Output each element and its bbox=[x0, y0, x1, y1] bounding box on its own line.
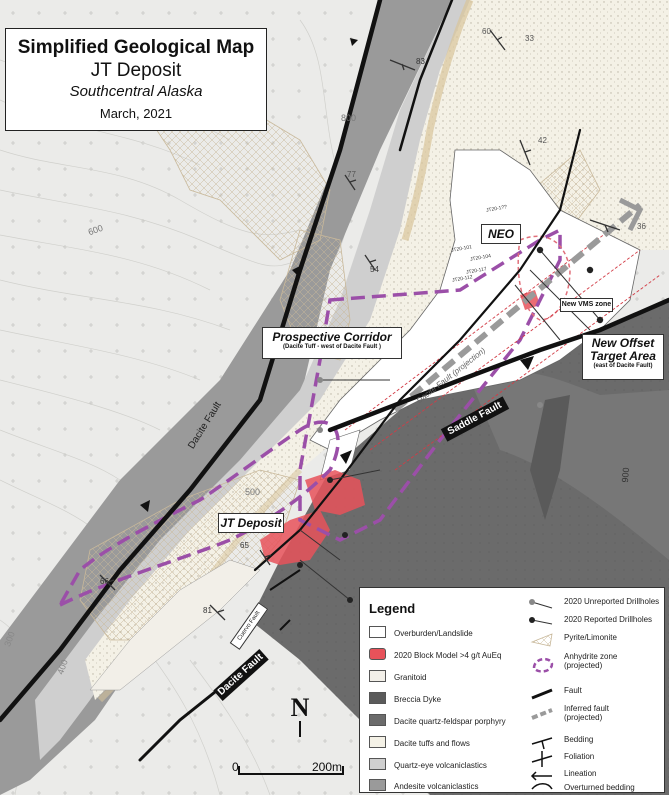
legend-label: Dacite quartz-feldspar porphyry bbox=[394, 717, 506, 726]
measurement-label: 77 bbox=[347, 170, 356, 179]
inferred-fault-arrow bbox=[618, 197, 644, 232]
inferred-fault-icon bbox=[531, 708, 553, 720]
legend: Legend Overburden/Landslide 2020 Block M… bbox=[359, 587, 665, 793]
legend-label: Bedding bbox=[564, 735, 594, 744]
legend-label: Inferred fault bbox=[564, 704, 609, 713]
legend-symbols bbox=[529, 599, 554, 790]
measurement-label: 65 bbox=[240, 541, 249, 550]
measurement-label: 60 bbox=[482, 27, 491, 36]
unreported-drillhole-icon bbox=[529, 599, 535, 605]
legend-label: Fault bbox=[564, 686, 582, 695]
deposit-title: JT Deposit bbox=[90, 60, 182, 81]
legend-swatch-breccia bbox=[369, 692, 386, 704]
jt-deposit-label: JT Deposit bbox=[220, 516, 282, 530]
legend-swatch-andesite bbox=[369, 779, 386, 791]
new-offset-sublabel: (east of Dacite Fault) bbox=[593, 363, 653, 369]
callout-new-offset: New Offset Target Area (east of Dacite F… bbox=[582, 334, 664, 380]
measurement-label: 36 bbox=[637, 222, 646, 231]
measurement-label: 42 bbox=[538, 136, 547, 145]
legend-label: Anhydrite zone bbox=[564, 652, 618, 661]
drillhole-collars bbox=[297, 246, 604, 603]
inferred-fault bbox=[393, 202, 642, 413]
north-arrow-pointer bbox=[299, 721, 301, 737]
title-box: Simplified Geological Map JT Deposit Sou… bbox=[5, 28, 267, 131]
legend-swatch-block-model bbox=[369, 648, 386, 660]
fault-icon bbox=[531, 688, 553, 700]
north-arrow-letter: N bbox=[290, 693, 310, 722]
contour-label: 900 bbox=[619, 467, 632, 483]
location-subtitle: Southcentral Alaska bbox=[69, 83, 203, 100]
legend-label: Dacite tuffs and flows bbox=[394, 739, 470, 748]
prospective-corridor-label: Prospective Corridor bbox=[272, 330, 392, 344]
lineation-icon bbox=[530, 771, 552, 781]
north-arrow-icon: N bbox=[288, 693, 312, 737]
pyrite-zone-north bbox=[149, 109, 331, 261]
map-date: March, 2021 bbox=[99, 106, 173, 121]
pyrite-icon bbox=[530, 633, 553, 647]
reported-drillhole-icon bbox=[529, 617, 535, 623]
legend-swatch-porphyry bbox=[369, 714, 386, 726]
new-vms-zone-label: New VMS zone bbox=[561, 301, 612, 308]
porphyry-upper-lobe bbox=[470, 371, 669, 560]
legend-swatch-dacite-tuff bbox=[369, 736, 386, 748]
scale-end-label: 200m bbox=[312, 760, 343, 774]
new-offset-label-1: New Offset bbox=[591, 336, 655, 350]
legend-label: 2020 Unreported Drillholes bbox=[564, 597, 660, 606]
structural-symbols bbox=[99, 29, 621, 621]
contour-label: 500 bbox=[245, 487, 261, 497]
legend-label: Foliation bbox=[564, 752, 595, 761]
bedding-icon bbox=[531, 737, 553, 750]
neo-zone-outline bbox=[517, 235, 571, 321]
legend-title: Legend bbox=[369, 601, 416, 616]
contact-halo-north bbox=[401, 0, 474, 242]
legend-label: Overburden/Landslide bbox=[394, 629, 473, 638]
fault-barbs bbox=[140, 38, 534, 512]
legend-swatch-overburden bbox=[369, 626, 386, 638]
legend-label: Granitoid bbox=[394, 673, 427, 682]
contour-label: 800 bbox=[341, 113, 357, 123]
legend-swatch-granitoid bbox=[369, 670, 386, 682]
measurement-label: 81 bbox=[203, 606, 212, 615]
callout-new-vms-zone: New VMS zone bbox=[560, 298, 613, 312]
overturned-bedding-icon bbox=[531, 783, 553, 790]
scale-start-label: 0 bbox=[232, 760, 239, 774]
callout-neo: NEO bbox=[481, 224, 521, 244]
overburden-area bbox=[309, 149, 641, 451]
legend-label: Pyrite/Limonite bbox=[564, 633, 617, 642]
faults bbox=[0, 0, 669, 762]
legend-label: (projected) bbox=[564, 713, 603, 722]
cuervo-fault-ticks bbox=[269, 569, 301, 631]
legend-label: 2020 Block Model >4 g/t AuEq bbox=[394, 651, 502, 660]
legend-label: Quartz-eye volcaniclastics bbox=[394, 761, 487, 770]
legend-label: Andesite volcaniclastics bbox=[394, 782, 479, 791]
legend-swatch-quartz-eye bbox=[369, 758, 386, 770]
map-title: Simplified Geological Map bbox=[17, 37, 255, 58]
callout-jt-deposit: JT Deposit bbox=[218, 513, 284, 533]
prospective-corridor-lines bbox=[344, 229, 661, 471]
legend-label: 2020 Reported Drillholes bbox=[564, 615, 653, 624]
measurement-label: 33 bbox=[525, 34, 534, 43]
measurement-label: 54 bbox=[370, 265, 379, 274]
new-offset-label-2: Target Area bbox=[590, 349, 656, 363]
legend-label: Breccia Dyke bbox=[394, 695, 442, 704]
callout-prospective-corridor: Prospective Corridor (Dacite Tuff - west… bbox=[262, 327, 402, 359]
anhydrite-icon bbox=[532, 657, 554, 673]
measurement-label: 83 bbox=[416, 57, 425, 66]
scale-bar bbox=[238, 766, 344, 775]
legend-label: Lineation bbox=[564, 769, 597, 778]
legend-label: (projected) bbox=[564, 661, 603, 670]
callout-neo-label: NEO bbox=[487, 227, 514, 241]
measurement-label: 66 bbox=[100, 577, 109, 586]
foliation-icon bbox=[531, 751, 553, 767]
breccia-dyke bbox=[530, 395, 570, 520]
granitoid-band bbox=[89, 559, 261, 691]
prospective-corridor-sublabel: (Dacite Tuff - west of Dacite Fault ) bbox=[283, 344, 381, 350]
legend-label: Overturned bedding bbox=[564, 783, 635, 792]
